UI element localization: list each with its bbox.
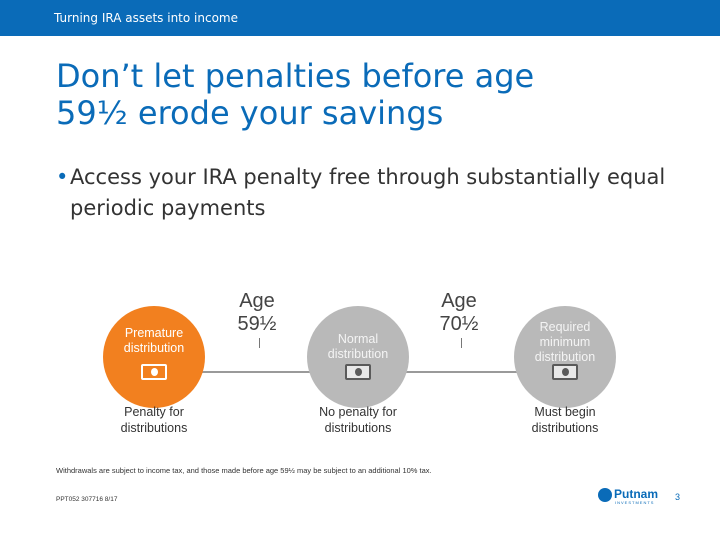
money-icon	[552, 364, 578, 380]
stage-normal-circle: Normal distribution	[307, 306, 409, 408]
age-tick-70	[461, 338, 462, 348]
stage-premature-label: Premature distribution	[123, 326, 185, 355]
age-tick-59	[259, 338, 260, 348]
slide-title: Don’t let penalties before age 59½ erode…	[56, 58, 696, 132]
age-label-70: Age 70½	[439, 290, 479, 335]
header-bar: Turning IRA assets into income	[0, 0, 720, 36]
stage-required-caption: Must begin distributions	[531, 405, 599, 435]
stage-normal-label: Normal distribution	[327, 332, 389, 361]
stage-required-circle: Required minimum distribution	[514, 306, 616, 408]
stage-normal-caption: No penalty for distributions	[319, 405, 397, 435]
bullet-text: Access your IRA penalty free through sub…	[70, 165, 666, 220]
age-label-59: Age 59½	[237, 290, 277, 335]
section-title: Turning IRA assets into income	[54, 11, 238, 25]
stage-premature-circle: Premature distribution	[103, 306, 205, 408]
bullet-point: • Access your IRA penalty free through s…	[56, 162, 676, 224]
footnote: Withdrawals are subject to income tax, a…	[56, 466, 432, 475]
putnam-logo: Putnam INVESTMENTS	[598, 487, 668, 506]
stage-premature-caption: Penalty for distributions	[120, 405, 188, 435]
slide-title-line2: 59½ erode your savings	[56, 94, 444, 132]
money-icon	[345, 364, 371, 380]
document-code: PPT052 307716 8/17	[56, 496, 118, 503]
stage-required-label: Required minimum distribution	[534, 320, 596, 364]
page-number: 3	[675, 492, 681, 502]
slide-title-line1: Don’t let penalties before age	[56, 57, 535, 95]
money-icon	[141, 364, 167, 380]
putnam-logo-text: Putnam	[614, 487, 659, 501]
putnam-logo-subtext: INVESTMENTS	[615, 500, 655, 505]
bullet-icon: •	[56, 165, 69, 189]
putnam-logo-icon	[598, 488, 612, 502]
